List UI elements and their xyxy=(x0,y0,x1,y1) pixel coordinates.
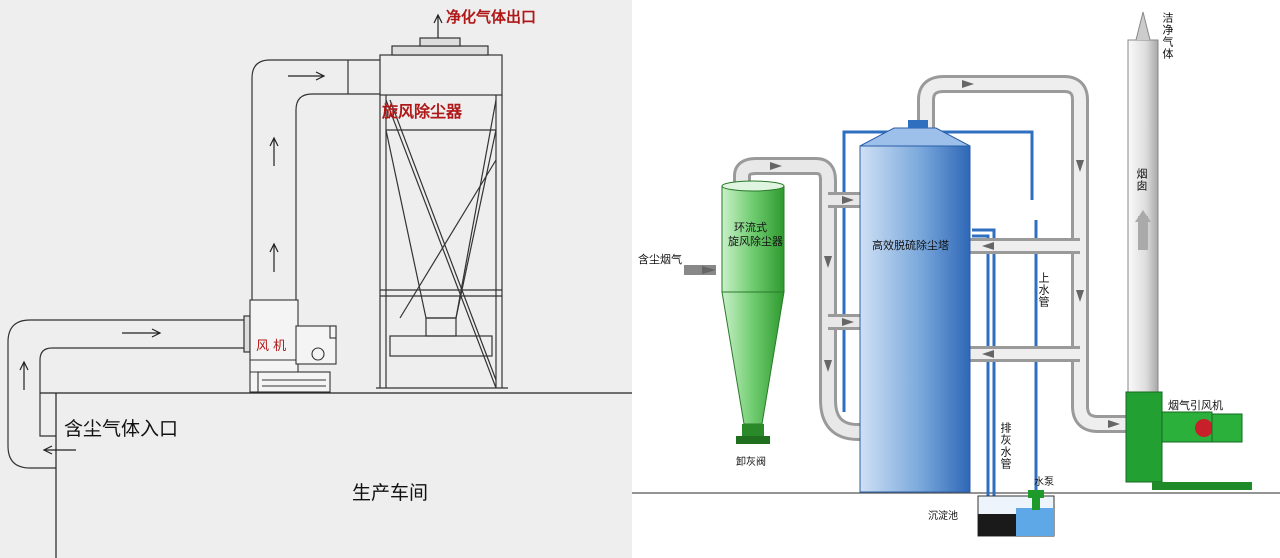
right-diagram-panel: 含尘烟气 环流式 旋风除尘器 高效脱硫除尘塔 卸灰阀 沉淀池 水泵 烟气引风机 … xyxy=(632,0,1280,558)
drain-pipe-label: 排灰水管 xyxy=(999,422,1012,470)
riser-flow-arrows xyxy=(269,71,326,272)
workshop-label: 生产车间 xyxy=(352,482,429,504)
water-pipe-label: 上水管 xyxy=(1037,272,1050,308)
pond-label: 沉淀池 xyxy=(928,511,958,522)
left-diagram-panel: 净化气体出口 旋风除尘器 风 机 含尘气体入口 生产车间 xyxy=(0,0,632,558)
chimney xyxy=(1127,11,1159,393)
pump-label: 水泵 xyxy=(1034,477,1054,488)
sediment-pond xyxy=(977,495,1055,537)
workshop-floor xyxy=(40,392,632,558)
valve-label: 卸灰阀 xyxy=(736,457,766,468)
inlet-duct xyxy=(7,315,251,469)
right-fan-label: 烟气引风机 xyxy=(1168,399,1223,412)
gas-flow-arrows xyxy=(702,80,1120,428)
outlet-arrow-icon xyxy=(433,13,443,38)
chimney-label: 烟囱 xyxy=(1135,168,1148,192)
left-diagram-drawing xyxy=(7,13,632,558)
water-pump xyxy=(1028,490,1044,510)
outlet-cap xyxy=(391,37,489,56)
induced-fan xyxy=(1125,391,1252,490)
cyclone-body xyxy=(376,54,508,389)
right-diagram-drawing xyxy=(632,11,1280,537)
fan-label: 风 机 xyxy=(256,339,287,354)
tower-label: 高效脱硫除尘塔 xyxy=(872,239,949,252)
right-cyclone-label-line2: 旋风除尘器 xyxy=(728,235,783,248)
cyclone-label: 旋风除尘器 xyxy=(382,102,463,121)
desulfurization-tower xyxy=(859,120,971,493)
right-cyclone-label-line1: 环流式 xyxy=(734,221,767,234)
fan-unit xyxy=(249,299,337,393)
clean-gas-label: 洁净气体 xyxy=(1161,12,1174,60)
right-cyclone xyxy=(721,180,785,444)
inlet-flow-arrows xyxy=(19,328,162,455)
riser-duct xyxy=(251,59,380,300)
outlet-label: 净化气体出口 xyxy=(446,8,537,26)
inlet-label: 含尘气体入口 xyxy=(64,418,179,440)
right-inlet-label: 含尘烟气 xyxy=(638,253,682,266)
